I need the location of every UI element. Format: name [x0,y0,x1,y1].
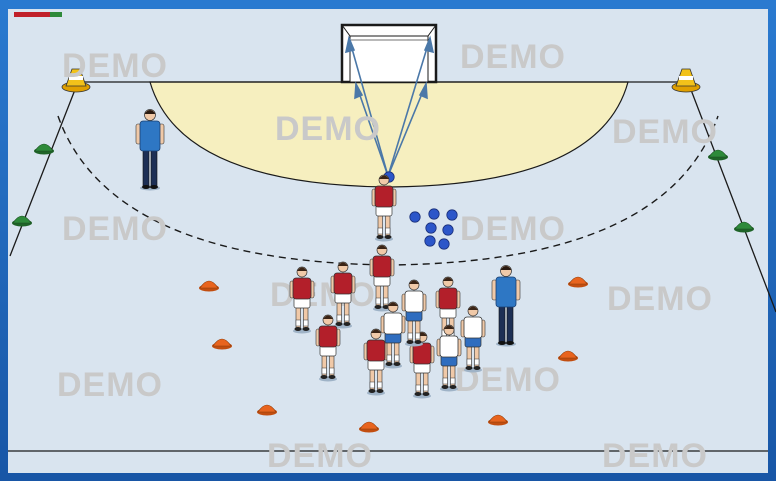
ball [442,224,454,236]
corner-cone-right [671,68,701,93]
side-line-left [9,81,79,257]
orange-cone [212,338,232,350]
green-cone [34,143,54,155]
watermark: DEMO [275,110,381,148]
watermark: DEMO [612,113,718,151]
ball [446,209,458,221]
watermark: DEMO [607,280,713,318]
player-white [401,279,427,347]
orange-cone [359,421,379,433]
player-white [460,305,486,373]
watermark: DEMO [62,47,168,85]
green-cone [12,215,32,227]
shot-arrows [344,35,435,177]
watermark: DEMO [62,210,168,248]
orange-cone [257,404,277,416]
watermark: DEMO [267,437,373,475]
orange-cone [558,350,578,362]
player-white [380,301,406,369]
watermark: DEMO [57,366,163,404]
green-cone [734,221,754,233]
player-white [436,324,462,392]
goal [340,23,438,84]
ball [409,211,421,223]
ball [428,208,440,220]
player-red [330,261,356,329]
corner-cone-left [61,68,91,93]
watermark: DEMO [455,361,561,399]
watermark: DEMO [602,437,708,475]
orange-cone [488,414,508,426]
watermark: DEMO [270,276,376,314]
orange-cone [568,276,588,288]
watermark: DEMO [460,210,566,248]
coach [491,265,521,347]
player-red [289,266,315,334]
player-red [315,314,341,382]
watermarks: DEMO DEMO DEMO DEMO DEMO DEMO DEMO DEMO … [57,38,718,475]
shooter-player [371,174,397,242]
ball [425,222,437,234]
coach [135,109,165,191]
orange-cone [199,280,219,292]
corner-tab [14,12,52,17]
ball [424,235,436,247]
side-line-right [687,81,776,313]
green-cone [708,149,728,161]
watermark: DEMO [460,38,566,76]
ball [438,238,450,250]
